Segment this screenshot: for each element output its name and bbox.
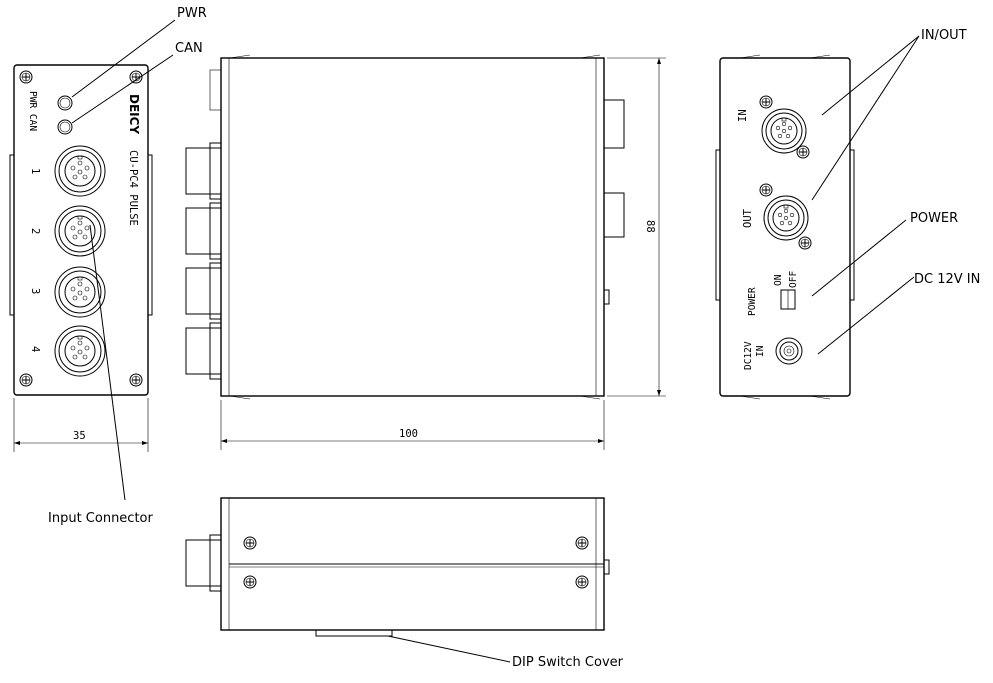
circular-connector-icon [54, 266, 106, 318]
screw-icon [575, 536, 589, 550]
screw-icon [796, 145, 810, 159]
in-out-callout: IN/OUT [811, 28, 967, 201]
circular-connector-icon [54, 325, 106, 377]
in-label: IN [737, 109, 749, 122]
in-connector-icon [761, 108, 807, 154]
channel-label: 1 [29, 168, 41, 174]
screw-icon [575, 575, 589, 589]
brand-logo: DEICY [127, 94, 141, 134]
on-label: ON [773, 274, 784, 286]
power-callout: POWER [811, 211, 958, 297]
front-panel-view: PWR CAN DEICY CU-PC4 PULSE 1 2 3 4 35 [9, 64, 153, 452]
in-out-callout-label: IN/OUT [921, 28, 967, 43]
channel-label: 3 [29, 288, 41, 294]
circular-connector-icon [54, 205, 106, 257]
screw-icon [243, 536, 257, 550]
screw-icon [19, 70, 33, 84]
dip-switch-cover-label: DIP Switch Cover [512, 655, 624, 670]
side-length-dimension: 100 [399, 428, 418, 440]
top-view [185, 497, 610, 637]
pwr-callout: PWR [71, 6, 207, 98]
dc-label-2: IN [755, 345, 766, 357]
screw-icon [243, 575, 257, 589]
dc-12v-in-callout-label: DC 12V IN [914, 272, 980, 287]
toggle-switch-icon [780, 289, 796, 310]
off-label: OFF [788, 271, 799, 288]
dc-jack-icon [775, 337, 803, 365]
height-dimension: 88 [644, 220, 656, 233]
can-callout: CAN [71, 41, 203, 124]
screw-icon [798, 236, 812, 250]
pwr-callout-label: PWR [177, 6, 207, 21]
circular-connector-icon [54, 145, 106, 197]
dip-switch-cover [315, 629, 393, 637]
back-panel-view: IN OUT ON OFF POWER DC12V IN [715, 54, 855, 400]
led-icon [57, 119, 73, 135]
input-connector-callout: Input Connector [48, 224, 153, 526]
side-body-outline [220, 57, 605, 397]
screw-icon [129, 373, 143, 387]
out-connector-icon [763, 195, 809, 241]
dip-switch-cover-callout: DIP Switch Cover [387, 635, 624, 670]
screw-icon [19, 373, 33, 387]
screw-icon [759, 183, 773, 197]
power-switch-label: POWER [747, 287, 758, 316]
input-connector-label: Input Connector [48, 511, 153, 526]
side-view: 100 88 [185, 54, 666, 450]
dc-label-1: DC12V [743, 341, 754, 370]
channel-label: 4 [29, 346, 41, 352]
can-callout-label: CAN [175, 41, 203, 56]
power-callout-label: POWER [910, 211, 958, 226]
screw-icon [759, 95, 773, 109]
dc-12v-in-callout: DC 12V IN [817, 272, 980, 355]
front-width-dimension: 35 [73, 430, 86, 442]
led-icon [57, 95, 73, 111]
channel-label: 2 [29, 228, 41, 234]
led-labels: PWR CAN [27, 91, 38, 131]
model-label: CU-PC4 PULSE [127, 150, 139, 226]
out-label: OUT [742, 208, 754, 228]
